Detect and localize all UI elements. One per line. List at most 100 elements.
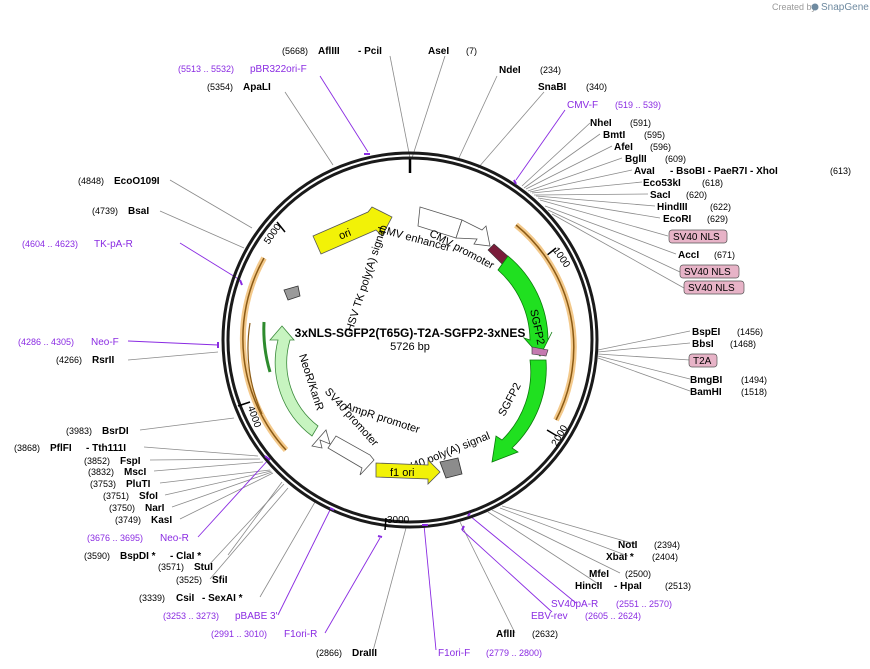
label-bglII[interactable]: BglII (609) xyxy=(625,154,686,165)
label-sv40pa-r[interactable]: SV40pA-R (2551 .. 2570) xyxy=(551,599,672,610)
svg-text:(3983): (3983) xyxy=(66,426,92,436)
label-cmv-f[interactable]: CMV-F (519 .. 539) xyxy=(567,100,661,111)
snapgene-logo-icon xyxy=(811,3,819,11)
label-ecoRI[interactable]: EcoRI (629) xyxy=(663,214,728,225)
svg-text:SacI: SacI xyxy=(650,190,671,201)
svg-text:EcoO109I: EcoO109I xyxy=(114,176,160,187)
label-bsrDI[interactable]: (3983) BsrDI xyxy=(66,426,129,437)
label-apaLI[interactable]: (5354) ApaLI xyxy=(207,82,271,93)
t2a-feature xyxy=(531,346,549,357)
svg-text:EBV-rev: EBV-rev xyxy=(531,611,568,622)
svg-text:(618): (618) xyxy=(702,178,723,188)
sgfp2-a-feature xyxy=(497,255,553,357)
label-xbaI[interactable]: XbaI * (2404) xyxy=(606,552,678,563)
tick-2000: 2000 xyxy=(550,423,571,448)
label-kasI[interactable]: (3749) KasI xyxy=(115,515,172,526)
svg-text:(519 .. 539): (519 .. 539) xyxy=(615,100,661,110)
svg-text:RsrII: RsrII xyxy=(92,355,114,366)
credit-prefix: Created by xyxy=(772,2,817,12)
label-csiI[interactable]: (3339) CsiI - SexAI * xyxy=(139,593,243,604)
label-bbsI[interactable]: BbsI (1468) xyxy=(692,339,756,350)
plasmid-size: 5726 bp xyxy=(390,341,430,353)
label-afeI[interactable]: AfeI (596) xyxy=(614,142,671,153)
label-hincII[interactable]: HincII - HpaI (2513) xyxy=(575,581,691,592)
label-neo-f[interactable]: (4286 .. 4305) Neo-F xyxy=(18,337,119,348)
svg-text:ApaLI: ApaLI xyxy=(243,82,271,93)
label-ecoO109I[interactable]: (4848) EcoO109I xyxy=(78,176,160,187)
label-bmtI[interactable]: BmtI (595) xyxy=(603,130,665,141)
label-aflII[interactable]: AflII (2632) xyxy=(496,629,558,640)
label-f1ori-r[interactable]: (2991 .. 3010) F1ori-R xyxy=(211,629,317,640)
label-pbr322ori-f[interactable]: (5513 .. 5532) pBR322ori-F xyxy=(178,64,307,75)
svg-text:AfeI: AfeI xyxy=(614,142,633,153)
svg-text:CMV-F: CMV-F xyxy=(567,100,598,111)
label-bspDI[interactable]: (3590) BspDI * - ClaI * xyxy=(84,551,201,562)
svg-text:(4266): (4266) xyxy=(56,355,82,365)
svg-text:- Tth111I: - Tth111I xyxy=(86,443,126,454)
svg-text:HindIII: HindIII xyxy=(657,202,688,213)
svg-text:PluTI: PluTI xyxy=(126,479,151,490)
svg-text:NarI: NarI xyxy=(145,503,165,514)
label-ndeI[interactable]: NdeI (234) xyxy=(499,65,561,76)
svg-text:SnaBI: SnaBI xyxy=(538,82,567,93)
label-nheI[interactable]: NheI (591) xyxy=(590,118,651,129)
feature-ori: ori xyxy=(337,227,353,243)
label-sfoI[interactable]: (3751) SfoI xyxy=(103,491,158,502)
svg-text:(5354): (5354) xyxy=(207,82,233,92)
svg-text:KasI: KasI xyxy=(151,515,172,526)
ampr-promoter-feature xyxy=(327,435,375,476)
label-sacI[interactable]: SacI (620) xyxy=(650,190,707,201)
label-draIII[interactable]: (2866) DraIII xyxy=(316,648,377,659)
svg-text:BspEI: BspEI xyxy=(692,327,721,338)
feature-f1-ori: f1 ori xyxy=(390,467,414,479)
label-f1ori-f[interactable]: F1ori-F (2779 .. 2800) xyxy=(438,648,542,659)
svg-text:(1518): (1518) xyxy=(741,387,767,397)
svg-text:NotI: NotI xyxy=(618,540,638,551)
tick-3000: 3000 xyxy=(387,515,410,526)
svg-text:(3253 .. 3273): (3253 .. 3273) xyxy=(163,611,219,621)
label-tk-pa-r[interactable]: (4604 .. 4623) TK-pA-R xyxy=(22,239,133,250)
label-notI[interactable]: NotI (2394) xyxy=(618,540,680,551)
label-stuI[interactable]: (3571) StuI xyxy=(158,562,213,573)
label-fspI[interactable]: (3852) FspI xyxy=(84,456,141,467)
label-bmgBI[interactable]: BmgBI (1494) xyxy=(690,375,767,386)
svg-text:(3590): (3590) xyxy=(84,551,110,561)
label-sv40-nls-1[interactable]: SV40 NLS xyxy=(668,229,728,244)
label-bamHI[interactable]: BamHI (1518) xyxy=(690,387,767,398)
label-neo-r[interactable]: (3676 .. 3695) Neo-R xyxy=(87,533,189,544)
label-aseI[interactable]: AseI (7) xyxy=(428,46,477,57)
svg-text:F1ori-R: F1ori-R xyxy=(284,629,317,640)
label-mfeI[interactable]: MfeI (2500) xyxy=(589,569,651,580)
svg-text:PflFI: PflFI xyxy=(50,443,72,454)
svg-text:(613): (613) xyxy=(830,166,851,176)
label-pluTI[interactable]: (3753) PluTI xyxy=(90,479,151,490)
svg-text:- SexAI *: - SexAI * xyxy=(202,593,243,604)
label-pflFI[interactable]: (3868) PflFI - Tth111I xyxy=(14,443,126,454)
svg-text:pBR322ori-F: pBR322ori-F xyxy=(250,64,307,75)
feature-hsv-tk: HSV TK poly(A) signal xyxy=(344,226,389,334)
svg-text:AvaI: AvaI xyxy=(634,166,655,177)
label-bspEI[interactable]: BspEI (1456) xyxy=(692,327,763,338)
label-sv40-nls-2[interactable]: SV40 NLS xyxy=(679,264,740,279)
label-pbabe3[interactable]: (3253 .. 3273) pBABE 3' xyxy=(163,611,278,622)
label-narI[interactable]: (3750) NarI xyxy=(109,503,165,514)
label-t2a[interactable]: T2A xyxy=(688,353,718,368)
label-ebv-rev[interactable]: EBV-rev (2605 .. 2624) xyxy=(531,611,641,622)
label-accI[interactable]: AccI (671) xyxy=(678,250,735,261)
sgfp2-b-feature xyxy=(491,359,547,463)
svg-text:(2394): (2394) xyxy=(654,540,680,550)
label-aflIII[interactable]: (5668) AflIII - PciI xyxy=(282,46,382,57)
svg-text:(3750): (3750) xyxy=(109,503,135,513)
label-sfiI[interactable]: (3525) SfiI xyxy=(176,575,228,586)
label-mscI[interactable]: (3832) MscI xyxy=(88,467,146,478)
svg-text:SV40 NLS: SV40 NLS xyxy=(673,232,720,243)
svg-text:(5668): (5668) xyxy=(282,46,308,56)
label-avaI[interactable]: AvaI - BsoBI - PaeR7I - XhoI (613) xyxy=(634,166,851,177)
label-bsaI[interactable]: (4739) BsaI xyxy=(92,206,149,217)
label-snabI[interactable]: SnaBI (340) xyxy=(538,82,607,93)
label-hindIII[interactable]: HindIII (622) xyxy=(657,202,731,213)
label-eco53kI[interactable]: Eco53kI (618) xyxy=(643,178,723,189)
label-rsrII[interactable]: (4266) RsrII xyxy=(56,355,114,366)
label-sv40-nls-3[interactable]: SV40 NLS xyxy=(683,280,745,295)
svg-text:(340): (340) xyxy=(586,82,607,92)
